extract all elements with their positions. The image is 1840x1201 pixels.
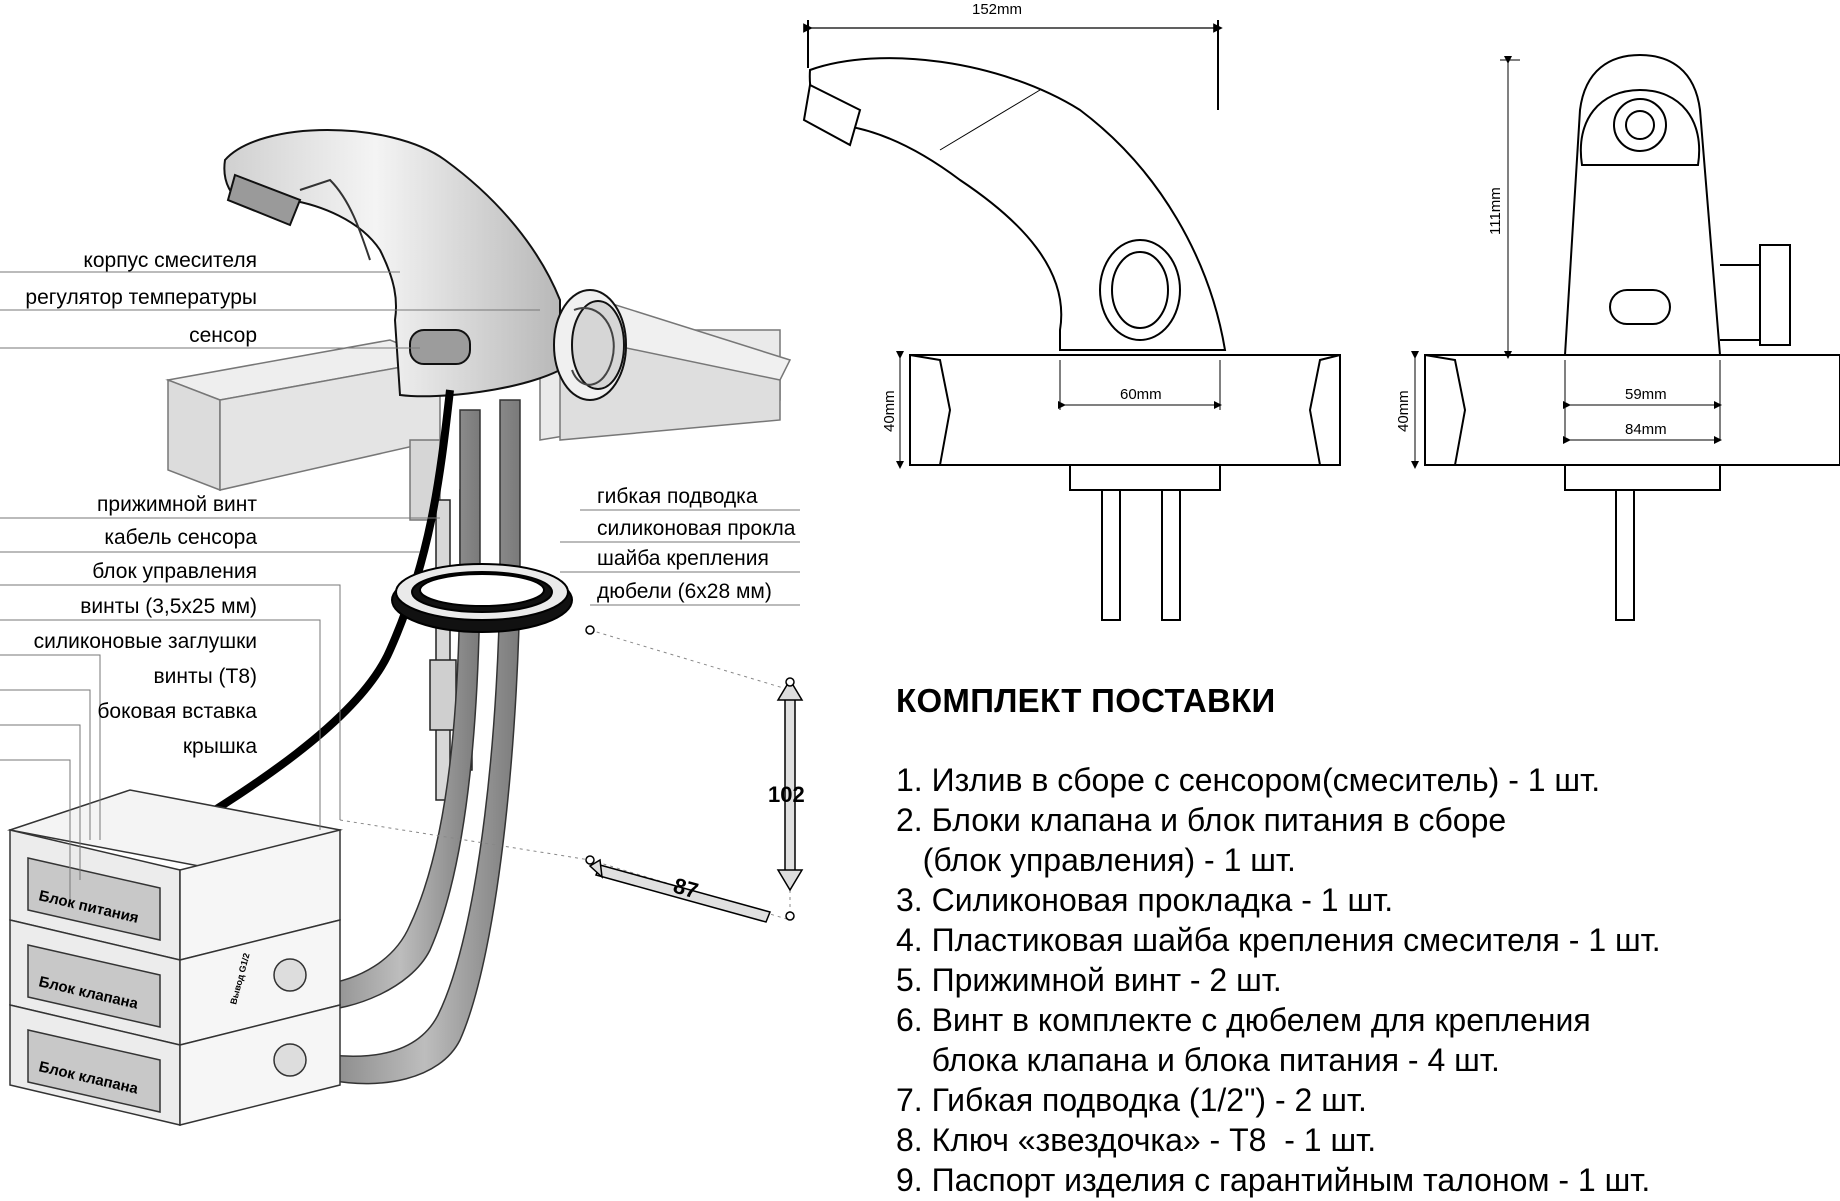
dim-59: 59mm	[1625, 386, 1667, 403]
kit-item: 8. Ключ «звездочка» - Т8 - 1 шт.	[896, 1122, 1377, 1158]
label-vint: прижимной винт	[97, 493, 257, 516]
side-elevation	[802, 20, 1341, 621]
installation-dimensions	[339, 629, 791, 921]
isometric-view	[0, 129, 804, 1126]
kit-item: 3. Силиконовая прокладка - 1 шт.	[896, 882, 1394, 918]
kit-item: 9. Паспорт изделия с гарантийным талоном…	[896, 1162, 1651, 1198]
sensor-cable	[147, 389, 454, 854]
dimension-labels: 152mm 60mm 59mm 84mm 40mm 40mm 111mm	[881, 1, 1667, 438]
label-dubeli: дюбели (6x28 мм)	[597, 580, 772, 603]
label-vintyT8: винты (Т8)	[153, 665, 257, 688]
dim-arrows	[585, 625, 804, 923]
label-vinty35: винты (3,5x25 мм)	[80, 595, 257, 618]
label-kabel: кабель сенсора	[104, 526, 257, 549]
kit-item: 4. Пластиковая шайба крепления смесителя…	[896, 922, 1661, 958]
dim-84: 84mm	[1625, 421, 1667, 438]
control-unit	[7, 789, 343, 1126]
kit-item: блока клапана и блока питания - 4 шт.	[896, 1042, 1500, 1078]
dim-60: 60mm	[1120, 386, 1162, 403]
label-prokladka: силиконовая прокла	[597, 517, 796, 540]
kit-item: 6. Винт в комплекте с дюбелем для крепле…	[896, 1002, 1591, 1038]
kit-item: 1. Излив в сборе с сенсором(смеситель) -…	[896, 762, 1601, 798]
dim-40-side: 40mm	[881, 390, 898, 432]
kit-title: КОМПЛЕКТ ПОСТАВКИ	[896, 682, 1276, 719]
faucet-body	[223, 129, 627, 401]
sensor-window	[409, 329, 471, 365]
label-zaglushki: силиконовые заглушки	[33, 630, 257, 653]
kit-item: 7. Гибкая подводка (1/2") - 2 шт.	[896, 1082, 1367, 1118]
dim-111: 111mm	[1487, 187, 1504, 235]
label-podvodka: гибкая подводка	[597, 485, 758, 508]
label-regulator: регулятор температуры	[25, 286, 257, 309]
kit-list: 1. Излив в сборе с сенсором(смеситель) -…	[896, 760, 1661, 1200]
leader-lines	[0, 271, 800, 900]
label-blok: блок управления	[92, 560, 257, 583]
dim-102: 102	[768, 782, 805, 807]
label-kryshka: крышка	[182, 735, 257, 758]
label-korpus: корпус смесителя	[83, 249, 257, 272]
label-sensor: сенсор	[189, 324, 257, 347]
kit-item: 2. Блоки клапана и блок питания в сборе	[896, 802, 1507, 838]
label-vstavka: боковая вставка	[97, 700, 257, 723]
kit-item: (блок управления) - 1 шт.	[896, 842, 1296, 878]
dim-40-front: 40mm	[1395, 390, 1412, 432]
label-shaiba: шайба крепления	[597, 547, 769, 570]
mounting-washer	[391, 563, 573, 633]
dim-152: 152mm	[972, 1, 1022, 18]
front-elevation	[1411, 53, 1840, 621]
kit-item: 5. Прижимной винт - 2 шт.	[896, 962, 1282, 998]
